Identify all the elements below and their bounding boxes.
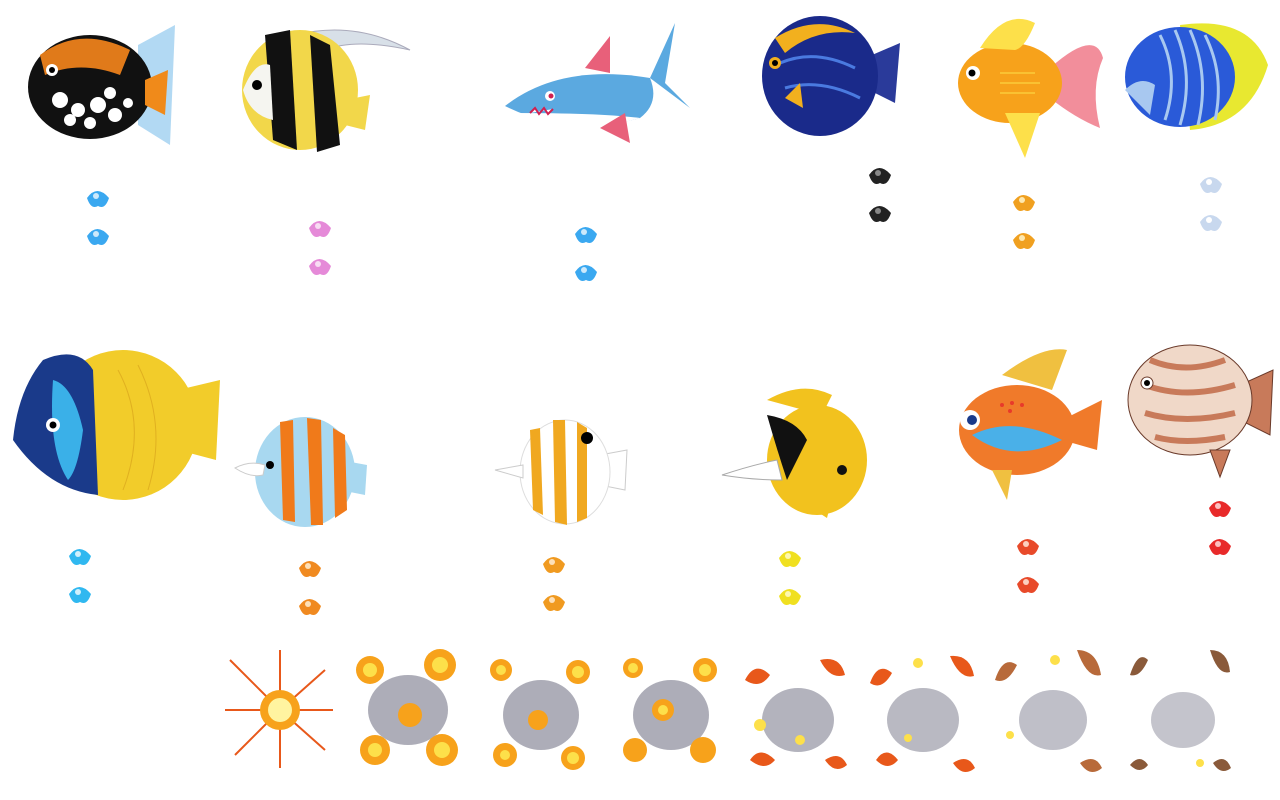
bubble-particle-white: [1197, 172, 1225, 232]
bubble-particle-black: [866, 163, 894, 223]
bubble-particle-yellow: [776, 546, 804, 606]
blue-tang-sprite: [755, 8, 905, 143]
bubble-particle-pink: [306, 216, 334, 276]
butterflyfish-blue-yellow-sprite: [1120, 15, 1270, 135]
explosion-frame-2: [350, 640, 465, 775]
clown-triggerfish-sprite: [20, 15, 180, 160]
bubble-particle-blue: [84, 186, 112, 246]
shark-sprite: [500, 18, 695, 148]
explosion-frame-5: [740, 650, 855, 780]
explosion-frame-1: [225, 650, 335, 770]
explosion-frame-8: [1125, 645, 1240, 780]
explosion-frame-4: [613, 650, 728, 780]
bubble-particle-cyan: [66, 544, 94, 604]
bubble-particle-red: [1014, 534, 1042, 594]
striped-butterflyfish-sprite: [494, 410, 630, 530]
copperband-butterflyfish-sprite: [234, 410, 370, 530]
bubble-particle-orange: [296, 556, 324, 616]
explosion-frame-7: [995, 645, 1110, 780]
yellow-tang-blue-face-sprite: [8, 330, 223, 520]
bubble-particle-red: [1206, 496, 1234, 556]
bubble-particle-orange: [540, 552, 568, 612]
longnose-butterflyfish-sprite: [721, 380, 872, 520]
bubble-particle-blue: [572, 222, 600, 282]
explosion-frame-6: [868, 648, 983, 778]
moorish-idol-sprite: [235, 20, 415, 160]
bubble-particle-orange: [1010, 190, 1038, 250]
explosion-frame-3: [483, 650, 598, 780]
goldfish-sprite: [955, 8, 1105, 163]
angelfish-cartoon-sprite: [952, 345, 1107, 505]
grouper-sprite: [1125, 325, 1275, 480]
